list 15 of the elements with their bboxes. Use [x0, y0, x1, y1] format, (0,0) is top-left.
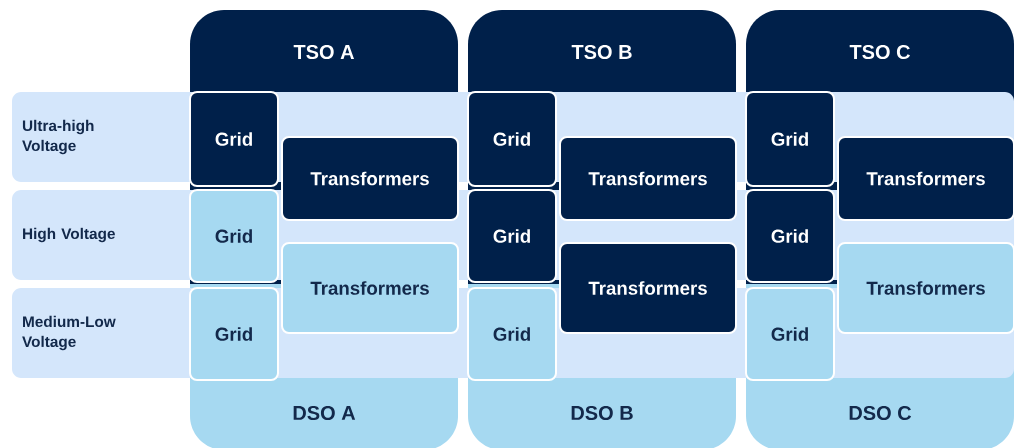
- transformers-box: Transformers: [281, 242, 459, 334]
- grid-box: Grid: [467, 287, 557, 381]
- grid-box: Grid: [189, 189, 279, 283]
- grid-box: Grid: [467, 189, 557, 283]
- grid-box: Grid: [467, 91, 557, 187]
- transformers-box: Transformers: [559, 242, 737, 334]
- node-label: TSO B: [571, 44, 632, 60]
- node-label: DSO C: [849, 405, 912, 421]
- grid-box: Grid: [745, 91, 835, 187]
- transformers-box: Transformers: [837, 242, 1015, 334]
- grid-box: Grid: [189, 91, 279, 187]
- grid-box: Grid: [745, 189, 835, 283]
- grid-box: Grid: [745, 287, 835, 381]
- grid-box: Grid: [189, 287, 279, 381]
- node-label: DSO A: [293, 405, 356, 421]
